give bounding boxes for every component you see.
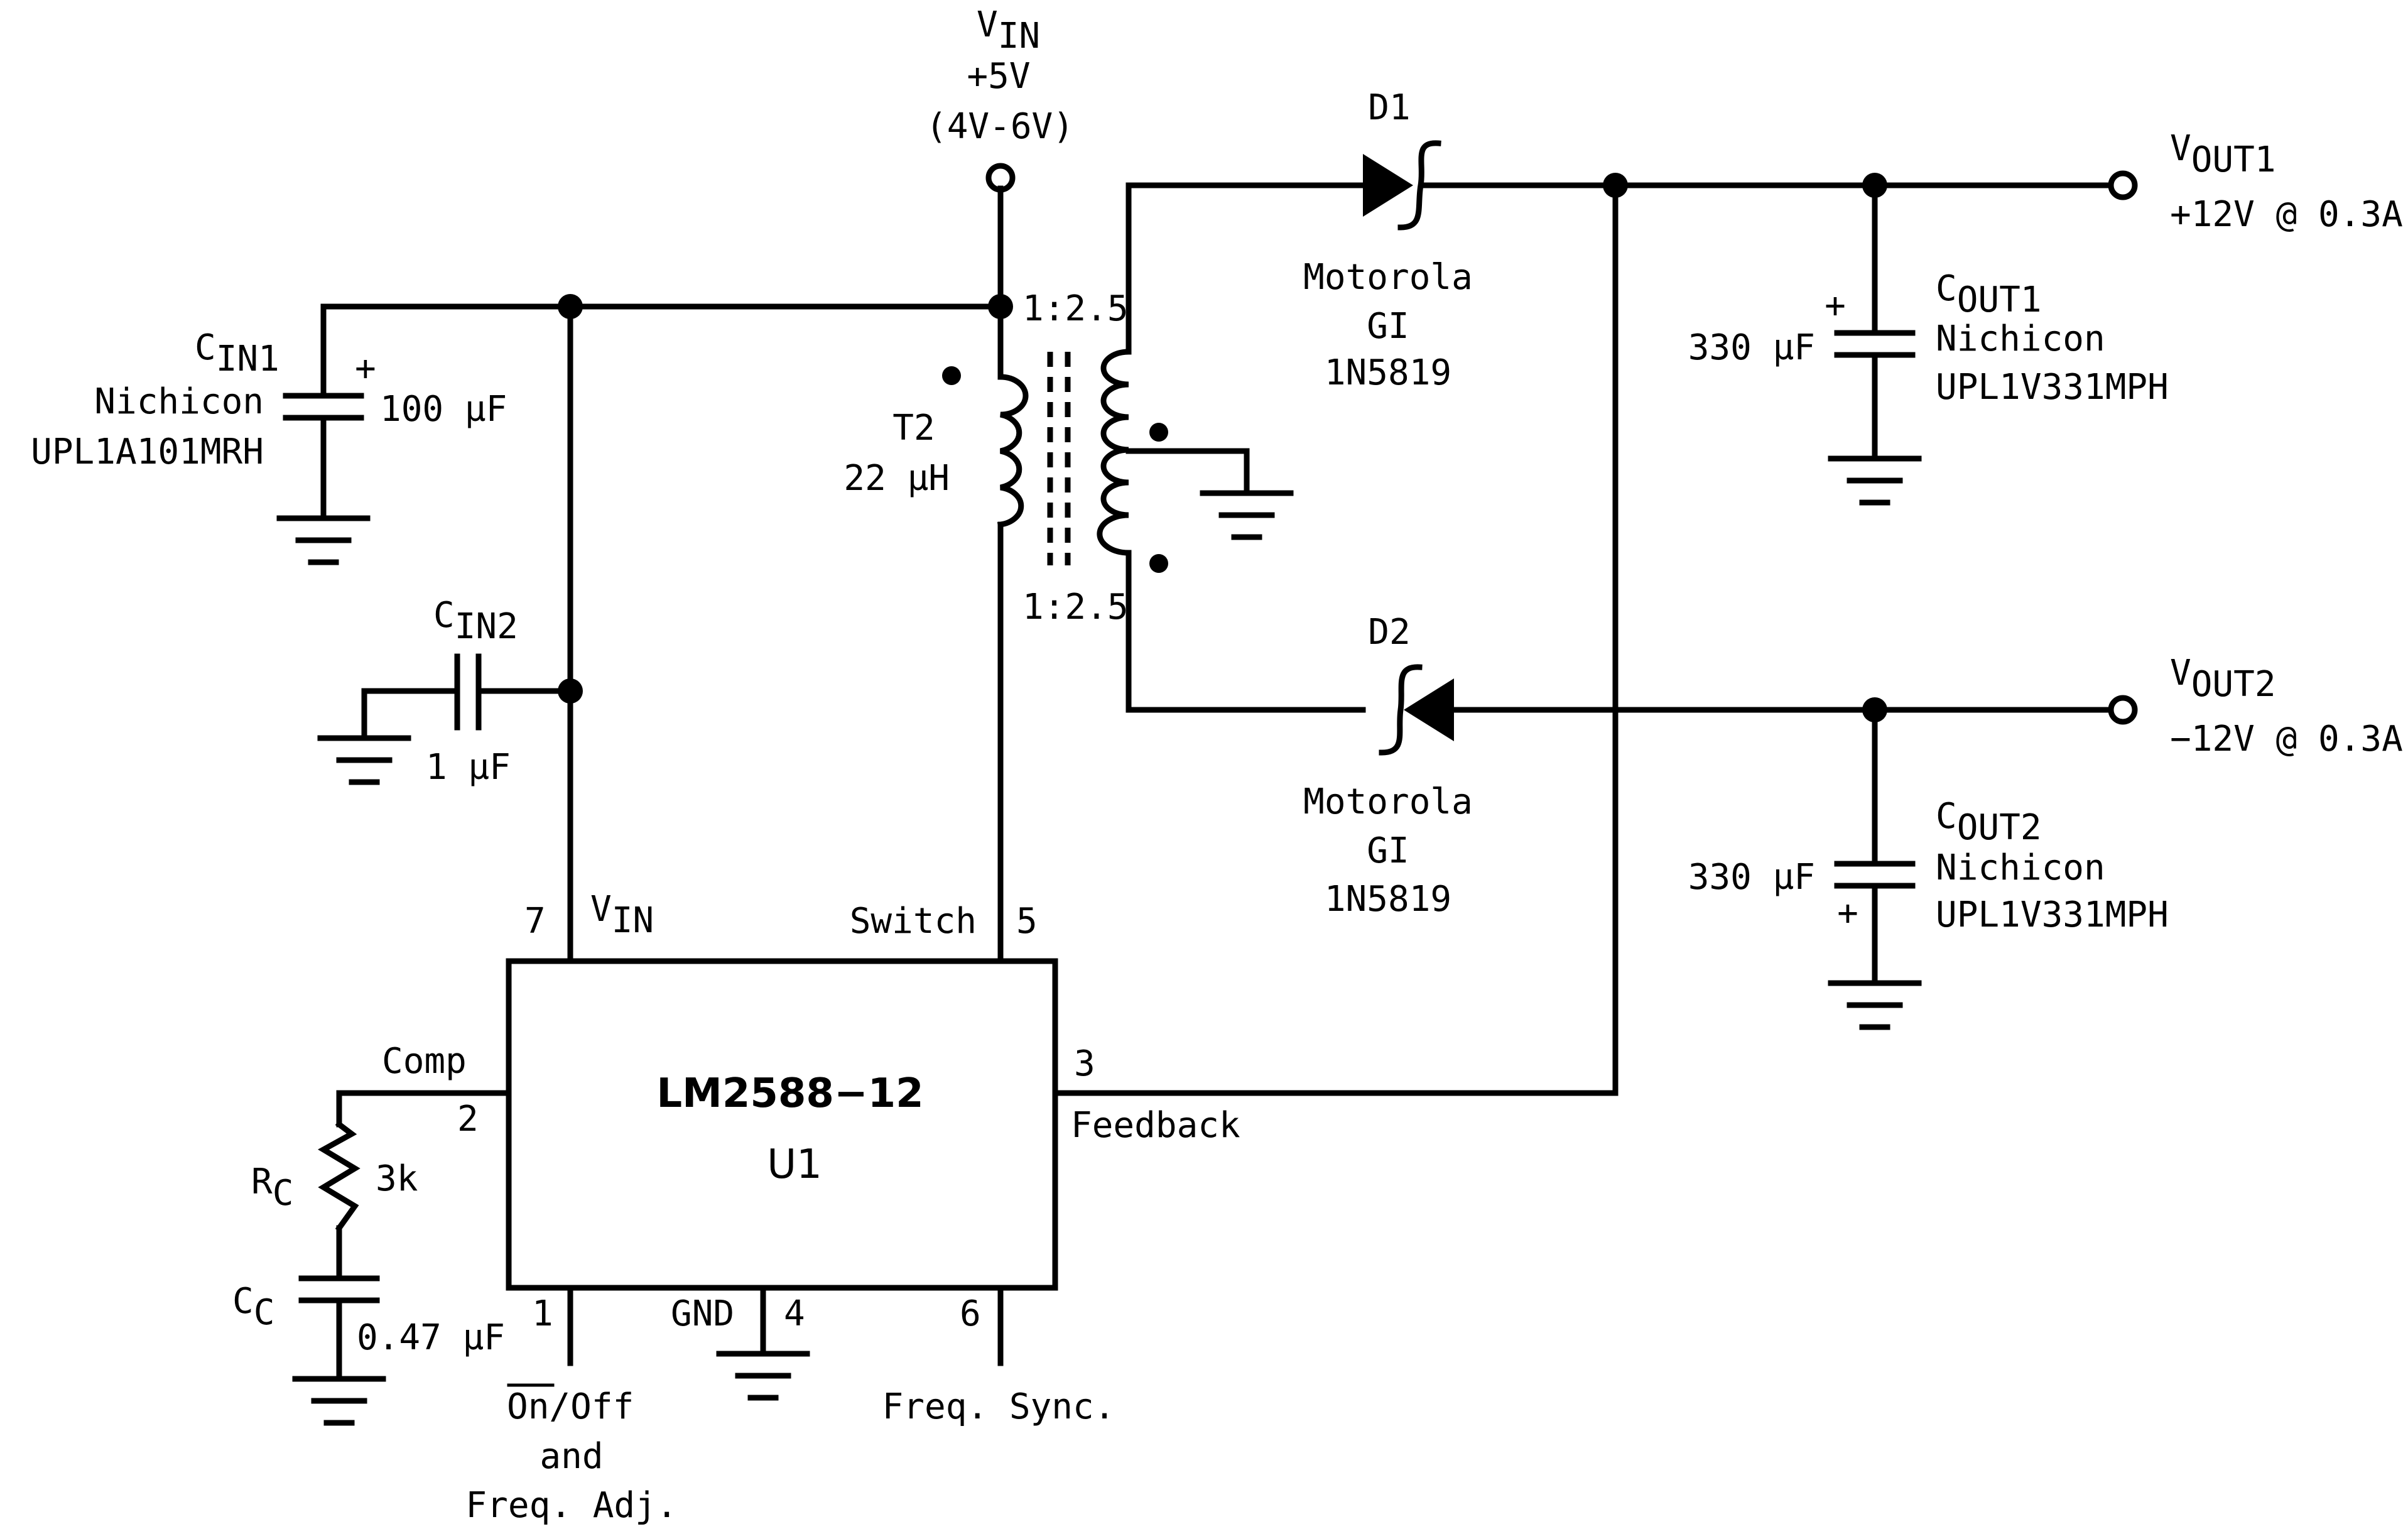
vin-voltage: +5V	[967, 56, 1030, 97]
pin1-label-line3: Freq. Adj.	[465, 1485, 677, 1526]
vin-label: VIN	[977, 4, 1040, 57]
cc-label: CC	[232, 1281, 274, 1333]
junctions	[558, 173, 1887, 722]
rc-value: 3k	[376, 1158, 418, 1199]
pin1-number: 1	[532, 1293, 553, 1334]
cc-value: 0.47 µF	[357, 1317, 505, 1358]
ic-ref: U1	[767, 1141, 822, 1188]
t2-polarity-dot	[1149, 554, 1168, 573]
cin1-polarity: +	[355, 348, 376, 389]
pin6-number: 6	[960, 1293, 981, 1334]
pin2-label: Comp	[382, 1041, 467, 1082]
d2-maker2: GI	[1367, 830, 1409, 871]
ic-body	[506, 958, 1058, 1291]
junction-dot	[1862, 173, 1887, 198]
pin4-label: GND	[671, 1293, 734, 1334]
pin6-label: Freq. Sync.	[882, 1386, 1115, 1427]
vout2-rating: −12V @ 0.3A	[2170, 719, 2403, 759]
cout1-maker: Nichicon	[1936, 318, 2105, 359]
cout2-polarity: +	[1837, 893, 1858, 933]
cin1-value: 100 µF	[380, 389, 507, 430]
pin3-label: Feedback	[1071, 1105, 1240, 1146]
pin5-number-text: 5	[1016, 901, 1038, 942]
cin2-value: 1 µF	[426, 747, 511, 788]
wire-cin2-left	[361, 688, 460, 741]
wire-sec-top	[1125, 182, 1366, 355]
cin1	[283, 393, 364, 421]
d2-part: 1N5819	[1325, 879, 1451, 920]
pin3-number: 3	[1074, 1043, 1095, 1084]
pin1-label-line1: On/Off	[507, 1386, 634, 1427]
wires	[320, 182, 2113, 1382]
d1-maker2: GI	[1367, 306, 1409, 347]
pin2-number: 2	[457, 1099, 479, 1140]
cin1-part: UPL1A101MRH	[31, 432, 264, 472]
ic-name: LM2588−12	[656, 1070, 923, 1117]
cout2-label: COUT2	[1936, 796, 2042, 848]
junction-dot	[1603, 173, 1628, 198]
junction-dot	[558, 294, 583, 319]
vin-terminal	[985, 163, 1016, 193]
pin7-number: 7	[524, 901, 546, 942]
ground-symbol	[276, 515, 371, 565]
ground-symbol	[292, 1376, 386, 1426]
ground-symbol	[1200, 490, 1294, 540]
ground-symbol	[1828, 980, 1922, 1030]
d1-maker1: Motorola	[1303, 257, 1473, 298]
cout2-part: UPL1V331MPH	[1936, 895, 2169, 935]
d2-maker1: Motorola	[1303, 781, 1473, 822]
d1-part: 1N5819	[1325, 352, 1451, 393]
t2-ratio-top: 1:2.5	[1022, 288, 1129, 329]
junction-dot	[1862, 697, 1887, 722]
vin-range: (4V-6V)	[926, 106, 1074, 147]
vout1-label: VOUT1	[2170, 128, 2276, 180]
t2-primary-coil	[997, 374, 1029, 528]
pin1-label-line2: and	[540, 1436, 603, 1477]
rc-label: RC	[251, 1162, 293, 1214]
cout2	[1834, 861, 1916, 889]
cin1-label: CIN1	[195, 327, 279, 379]
vout2-label: VOUT2	[2170, 653, 2276, 705]
pin4-number: 4	[784, 1293, 805, 1334]
pin7-label: VIN	[590, 889, 654, 941]
junction-dot	[558, 678, 583, 704]
cout1-part: UPL1V331MPH	[1936, 367, 2169, 408]
cout1-value: 330 µF	[1688, 327, 1815, 368]
cout1-label: COUT1	[1936, 268, 2042, 320]
d1-ref: D1	[1368, 87, 1410, 128]
wire-comp	[336, 1090, 512, 1128]
t2-value: 22 µH	[843, 458, 950, 499]
t2-polarity-dot	[942, 366, 961, 385]
t2-ref: T2	[892, 408, 935, 449]
d1-diode	[1363, 140, 1441, 231]
wire-center-tap	[1125, 448, 1250, 493]
cout2-maker: Nichicon	[1936, 847, 2105, 888]
d2-ref: D2	[1368, 612, 1410, 653]
cout2-value: 330 µF	[1688, 857, 1815, 898]
cc-capacitor	[298, 1275, 380, 1303]
d2-diode	[1379, 664, 1454, 756]
cout1-polarity: +	[1825, 285, 1846, 326]
cin2-label: CIN2	[433, 595, 518, 647]
t2-secondary-coil	[1097, 349, 1132, 556]
pin5-label: Switch	[850, 901, 977, 942]
wire-feedback	[1052, 182, 1619, 1096]
vout1-rating: +12V @ 0.3A	[2170, 194, 2403, 235]
cin2	[454, 653, 482, 731]
junction-dot	[988, 294, 1013, 319]
cin1-maker: Nichicon	[94, 381, 264, 422]
ground-symbol	[1828, 455, 1922, 506]
wire-sec-bottom	[1125, 550, 1366, 713]
rc-resistor	[318, 1120, 361, 1232]
cout1	[1834, 330, 1916, 358]
ground-symbol	[716, 1351, 810, 1401]
t2-polarity-dot	[1149, 423, 1168, 442]
vout2-terminal	[2108, 695, 2138, 725]
vout1-terminal	[2108, 170, 2138, 200]
ground-symbol	[317, 735, 411, 785]
t2-ratio-bottom: 1:2.5	[1022, 587, 1129, 628]
